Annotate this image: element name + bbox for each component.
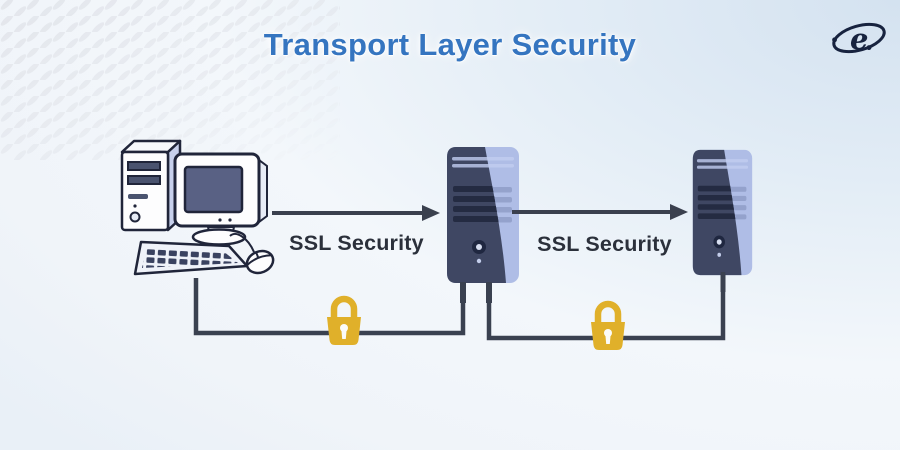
- ssl-security-label-2: SSL Security: [537, 232, 672, 256]
- logo-letter: e: [850, 22, 868, 56]
- e-orbit-logo: e: [832, 22, 886, 56]
- computer-keyboard: [133, 240, 249, 276]
- computer-tower: [120, 139, 182, 232]
- server-front-vents: [453, 186, 504, 222]
- page-title: Transport Layer Security: [263, 27, 637, 62]
- secure-link-2: [486, 272, 726, 341]
- arrow-right-icon-2: [512, 204, 688, 220]
- ssl-security-label-1: SSL Security: [289, 231, 424, 255]
- server-front-vents: [697, 185, 740, 219]
- server-tower-icon-1: [447, 147, 519, 283]
- desktop-computer-icon: [120, 139, 275, 276]
- arrow-right-icon-1: [272, 205, 440, 221]
- computer-mouse: [229, 233, 275, 275]
- padlock-icon-1: [327, 295, 361, 345]
- server-tower-icon-2: [692, 149, 753, 276]
- secure-link-1: [193, 278, 492, 336]
- computer-monitor: [173, 152, 268, 246]
- padlock-icon-2: [591, 300, 625, 350]
